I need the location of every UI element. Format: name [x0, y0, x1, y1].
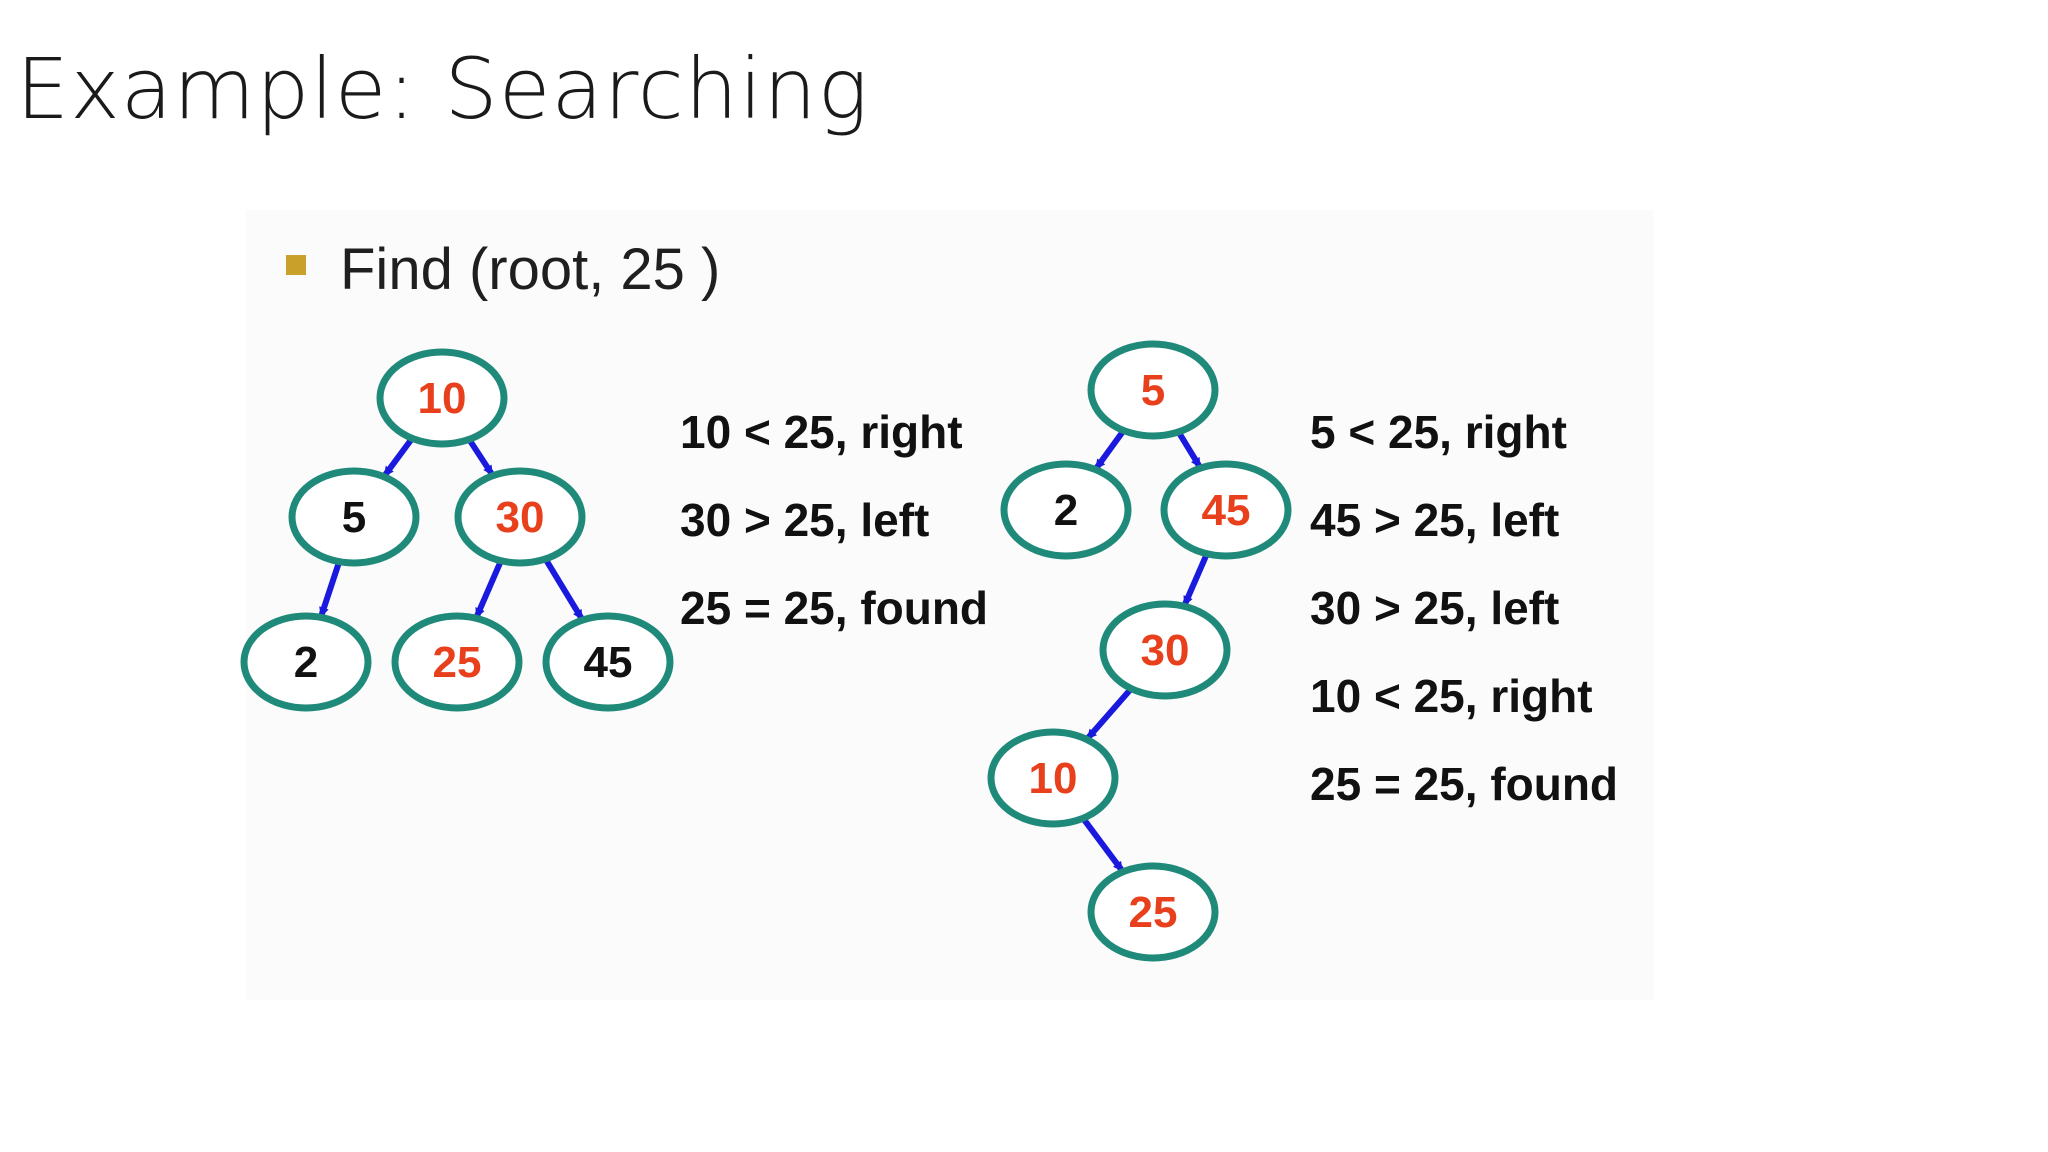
steps-left: 10 < 25, right 30 > 25, left 25 = 25, fo… [680, 388, 988, 652]
node-ellipse [1099, 600, 1231, 700]
node-ellipse [1087, 340, 1219, 440]
step-right-1: 5 < 25, right [1310, 406, 1567, 458]
node-label: 30 [1141, 626, 1190, 675]
tree-right: 5 2 45 30 10 25 [987, 340, 1292, 962]
slide-title: Example: Searching [16, 40, 869, 138]
tree-left-node-10: 10 [376, 348, 508, 448]
tree-right-node-45: 45 [1160, 460, 1292, 560]
node-label: 25 [433, 638, 482, 687]
node-ellipse [1160, 460, 1292, 560]
step-right-4: 10 < 25, right [1310, 670, 1593, 722]
tree-left-node-5: 5 [288, 467, 420, 567]
tree-left-node-45: 45 [542, 612, 674, 712]
tree-left-node-2: 2 [240, 612, 372, 712]
bullet-square-icon [286, 255, 306, 275]
node-ellipse [391, 612, 523, 712]
step-right-5: 25 = 25, found [1310, 758, 1619, 810]
node-label: 30 [496, 493, 545, 542]
step-right-3: 30 > 25, left [1310, 582, 1560, 634]
node-ellipse [542, 612, 674, 712]
node-ellipse [1087, 862, 1219, 962]
node-ellipse [987, 728, 1119, 828]
step-left-1: 10 < 25, right [680, 406, 963, 458]
node-ellipse [288, 467, 420, 567]
node-label: 2 [294, 638, 318, 687]
node-label: 5 [1141, 366, 1165, 415]
tree-right-node-2: 2 [1000, 460, 1132, 560]
tree-right-node-25: 25 [1087, 862, 1219, 962]
tree-left-node-30: 30 [454, 467, 586, 567]
node-label: 25 [1129, 888, 1178, 937]
tree-right-node-5: 5 [1087, 340, 1219, 440]
step-right-2: 45 > 25, left [1310, 494, 1560, 546]
node-label: 10 [418, 374, 467, 423]
node-ellipse [454, 467, 586, 567]
node-label: 45 [584, 638, 633, 687]
step-left-3: 25 = 25, found [680, 582, 989, 634]
steps-right: 5 < 25, right 45 > 25, left 30 > 25, lef… [1310, 388, 1618, 828]
tree-left-node-25: 25 [391, 612, 523, 712]
node-label: 10 [1029, 754, 1078, 803]
node-ellipse [1000, 460, 1132, 560]
node-label: 5 [342, 493, 366, 542]
tree-right-node-30: 30 [1099, 600, 1231, 700]
step-left-2: 30 > 25, left [680, 494, 930, 546]
tree-right-node-10: 10 [987, 728, 1119, 828]
node-label: 45 [1202, 486, 1251, 535]
node-ellipse [240, 612, 372, 712]
bullet-text: Find (root, 25 ) [340, 237, 721, 302]
node-ellipse [376, 348, 508, 448]
tree-left: 10 5 30 2 25 45 [240, 348, 674, 712]
node-label: 2 [1054, 486, 1078, 535]
